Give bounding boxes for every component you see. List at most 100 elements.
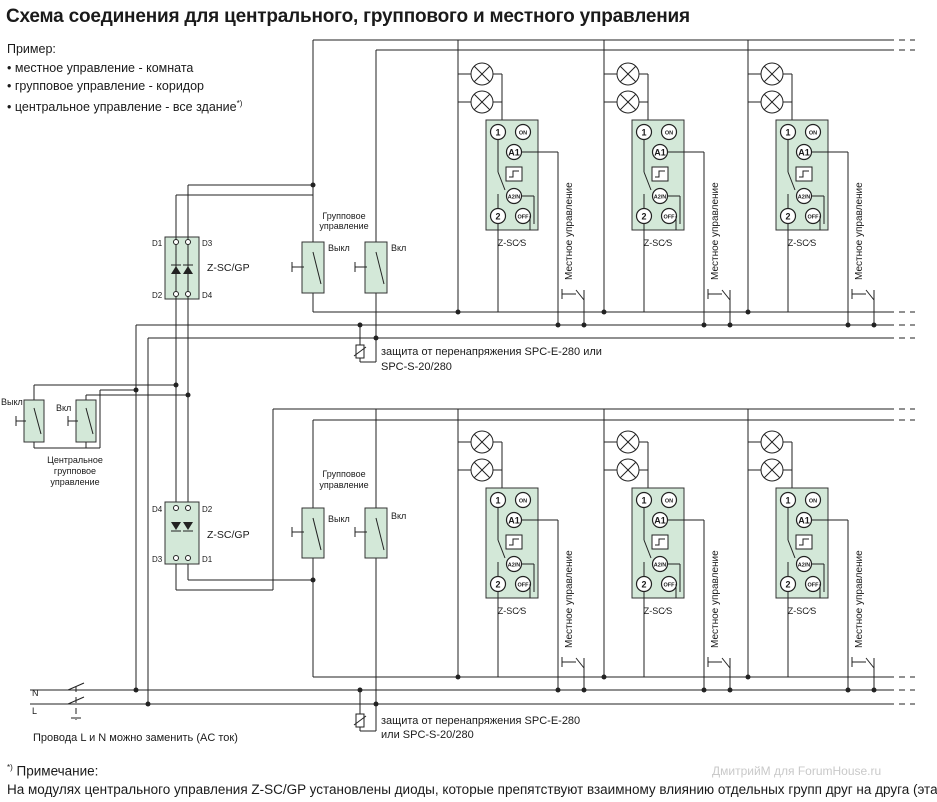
room-unit — [745, 409, 877, 693]
pin-2: 2 — [495, 580, 500, 590]
note-mark: *) — [7, 763, 13, 772]
supply-input: N L Провода L и N можно заменить (AC ток… — [32, 682, 379, 744]
pin-a1: A1 — [508, 516, 520, 526]
gp-module-top: D1 D3 D2 D4 Z-SC/GP — [152, 184, 313, 508]
group-bottom-on-label: Вкл — [391, 511, 406, 521]
room-unit — [745, 40, 877, 328]
gp-top-pin-d4: D4 — [202, 291, 213, 300]
pin-a2n: A2/N — [798, 195, 811, 201]
pin-off: OFF — [664, 215, 676, 221]
pin-a1: A1 — [654, 516, 666, 526]
pin-2: 2 — [785, 580, 790, 590]
gp-bottom-pin-d4: D4 — [152, 505, 163, 514]
central-on-label: Вкл — [56, 403, 71, 413]
pin-off: OFF — [518, 583, 530, 589]
pin-2: 2 — [785, 212, 790, 222]
protection-top-line2: SPC-S-20/280 — [381, 361, 452, 373]
pin-1: 1 — [641, 496, 646, 506]
pin-a2n: A2/N — [798, 563, 811, 569]
pin-off: OFF — [808, 215, 820, 221]
pin-2: 2 — [495, 212, 500, 222]
local-control-label: Местное управление — [710, 182, 721, 280]
supply-verticals — [133, 325, 151, 707]
local-control-label: Местное управление — [710, 550, 721, 648]
local-control-label: Местное управление — [854, 182, 865, 280]
pin-1: 1 — [785, 128, 790, 138]
watermark: ДмитрийМ для ForumHouse.ru — [712, 764, 882, 778]
example-heading: Пример: — [7, 42, 56, 56]
gp-bottom-pin-d1: D1 — [202, 555, 213, 564]
pin-1: 1 — [641, 128, 646, 138]
example-item-building: • центральное управление - все здание*) — [7, 95, 242, 116]
footnote-mark: *) — [236, 99, 243, 108]
supply-l-label: L — [32, 706, 37, 716]
central-control: Выкл Вкл Центральное групповое управлени… — [1, 382, 191, 487]
room-unit — [455, 40, 587, 328]
group-control-top: Групповое управление Выкл Вкл — [291, 40, 406, 338]
pin-a1: A1 — [798, 516, 810, 526]
gp-top-pin-d2: D2 — [152, 291, 163, 300]
group-bottom-label-2: управление — [319, 480, 368, 490]
top-bus-lines — [136, 39, 915, 339]
switch-module-name: Z-SC∕S — [644, 606, 673, 616]
room-unit — [601, 409, 733, 693]
group-control-bottom: Групповое управление Выкл Вкл — [291, 409, 406, 704]
pin-1: 1 — [495, 496, 500, 506]
pin-a2n: A2/N — [508, 563, 521, 569]
pin-on: ON — [519, 131, 527, 137]
central-label-1: Центральное — [47, 455, 103, 465]
gp-top-pin-d3: D3 — [202, 239, 213, 248]
pin-on: ON — [809, 499, 817, 505]
room-unit — [601, 40, 733, 328]
gp-module-bottom: D4 D2 D3 D1 Z-SC/GP — [152, 409, 313, 591]
pin-on: ON — [809, 131, 817, 137]
local-control-label: Местное управление — [854, 550, 865, 648]
pin-a2n: A2/N — [654, 563, 667, 569]
gp-bottom-pin-d3: D3 — [152, 555, 163, 564]
example-legend: Пример: • местное управление - комната •… — [7, 40, 242, 116]
switch-module-name: Z-SC∕S — [498, 238, 527, 248]
group-top-off-label: Выкл — [328, 243, 350, 253]
note-block: *) Примечание: На модулях центрального у… — [7, 759, 937, 799]
pin-on: ON — [519, 499, 527, 505]
example-item-corridor: • групповое управление - коридор — [7, 79, 204, 93]
group-top-label-2: управление — [319, 221, 368, 231]
gp-bottom-name: Z-SC/GP — [207, 529, 250, 541]
gp-bottom-pin-d2: D2 — [202, 505, 213, 514]
group-top-label-1: Групповое — [322, 211, 365, 221]
pin-a2n: A2/N — [508, 195, 521, 201]
example-item-building-text: • центральное управление - все здание — [7, 100, 237, 115]
protection-bottom-line1: защита от перенапряжения SPC-E-280 — [381, 715, 580, 727]
pin-1: 1 — [785, 496, 790, 506]
gp-top-name: Z-SC/GP — [207, 262, 250, 274]
pin-off: OFF — [808, 583, 820, 589]
local-control-label: Местное управление — [564, 550, 575, 648]
central-label-3: управление — [50, 477, 99, 487]
local-control-label: Местное управление — [564, 182, 575, 280]
switch-module-name: Z-SC∕S — [788, 606, 817, 616]
supply-n-label: N — [32, 688, 39, 698]
pin-a1: A1 — [798, 148, 810, 158]
group-bottom-off-label: Выкл — [328, 514, 350, 524]
protection-bottom: защита от перенапряжения SPC-E-280 или S… — [353, 690, 580, 741]
switch-module-name: Z-SC∕S — [788, 238, 817, 248]
room-unit — [455, 409, 587, 693]
pin-off: OFF — [518, 215, 530, 221]
note-heading: Примечание: — [16, 763, 99, 779]
switch-module-name: Z-SC∕S — [498, 606, 527, 616]
central-off-label: Выкл — [1, 397, 23, 407]
pin-2: 2 — [641, 212, 646, 222]
pin-on: ON — [665, 131, 673, 137]
pin-a2n: A2/N — [654, 195, 667, 201]
pin-off: OFF — [664, 583, 676, 589]
protection-top-line1: защита от перенапряжения SPC-E-280 или — [381, 346, 602, 358]
switch-module-name: Z-SC∕S — [644, 238, 673, 248]
group-bottom-label-1: Групповое — [322, 469, 365, 479]
pin-on: ON — [665, 499, 673, 505]
note-heading-row: *) Примечание: — [7, 759, 937, 781]
protection-bottom-line2: или SPC-S-20/280 — [381, 729, 474, 741]
pin-a1: A1 — [508, 148, 520, 158]
protection-top: защита от перенапряжения SPC-E-280 или S… — [353, 322, 602, 373]
